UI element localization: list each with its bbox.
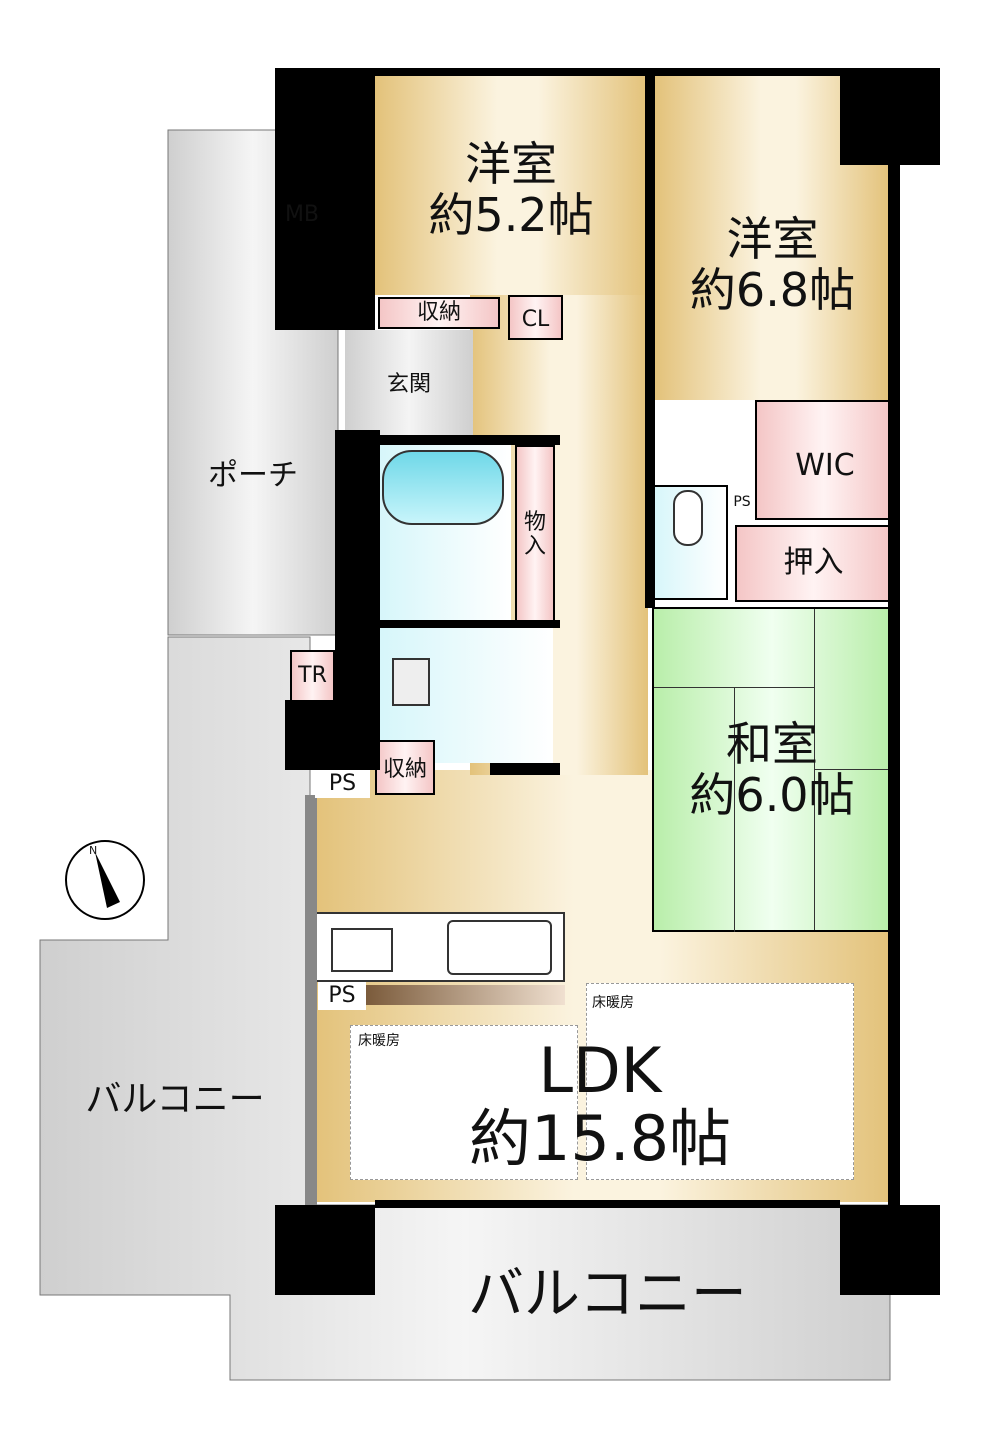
sink-icon [447, 920, 552, 975]
wic-closet [755, 400, 892, 520]
floor-heating-label: 床暖房 [358, 1033, 400, 1049]
wall [375, 1200, 840, 1208]
wall [285, 700, 380, 770]
oshiire-label: 押入 [783, 545, 844, 580]
side-balcony-label: バルコニー [85, 1079, 265, 1121]
wall [645, 68, 655, 608]
cl-label: CL [521, 306, 550, 332]
main-balcony-label: バルコニー [468, 1262, 747, 1328]
compass-icon: N [65, 840, 145, 920]
window-wall [305, 795, 317, 1205]
western-room-2-label: 洋室約6.8帖 [689, 212, 856, 317]
storage-washroom-label: 収納 [382, 756, 427, 782]
wic-label: WIC [795, 447, 855, 483]
storeroom-label: 物入 [523, 509, 546, 559]
wall [888, 160, 900, 1205]
wall [490, 763, 560, 775]
ps-label: PS [315, 770, 370, 798]
wall [375, 620, 560, 628]
wall [840, 68, 940, 165]
stove-icon [331, 928, 393, 972]
ps-label: PS [733, 493, 751, 510]
floor-heating-label: 床暖房 [592, 995, 634, 1011]
japanese-room-label: 和室約6.0帖 [689, 717, 855, 822]
western-room-1 [375, 70, 647, 295]
cl-closet [508, 295, 563, 340]
entrance [345, 330, 473, 435]
tr-label: TR [298, 662, 327, 688]
kitchen-shelf [365, 985, 565, 1005]
wall [840, 1205, 940, 1295]
floor-heating-area-2 [586, 983, 854, 1180]
wall [275, 68, 375, 330]
western-room-1-label: 洋室約5.2帖 [428, 137, 594, 242]
ps-label: PS [318, 982, 366, 1010]
storeroom [515, 445, 555, 623]
storage-washroom [375, 740, 435, 795]
wall [275, 1205, 375, 1295]
mb-label: MB [284, 201, 320, 227]
storage-entrance-label: 収納 [416, 299, 461, 325]
kitchen-counter [315, 912, 565, 982]
bathtub-icon [382, 450, 504, 525]
oshiire-closet [735, 525, 892, 602]
wall [375, 68, 940, 76]
porch-label: ポーチ [208, 457, 298, 493]
toilet-icon [673, 490, 703, 546]
tr-box [290, 650, 335, 702]
entrance-label: 玄関 [386, 371, 431, 397]
japanese-room [652, 607, 892, 932]
wall [375, 435, 560, 445]
washbasin-icon [392, 658, 430, 706]
storage-entrance [378, 297, 500, 329]
floor-heating-area-1 [350, 1025, 578, 1180]
